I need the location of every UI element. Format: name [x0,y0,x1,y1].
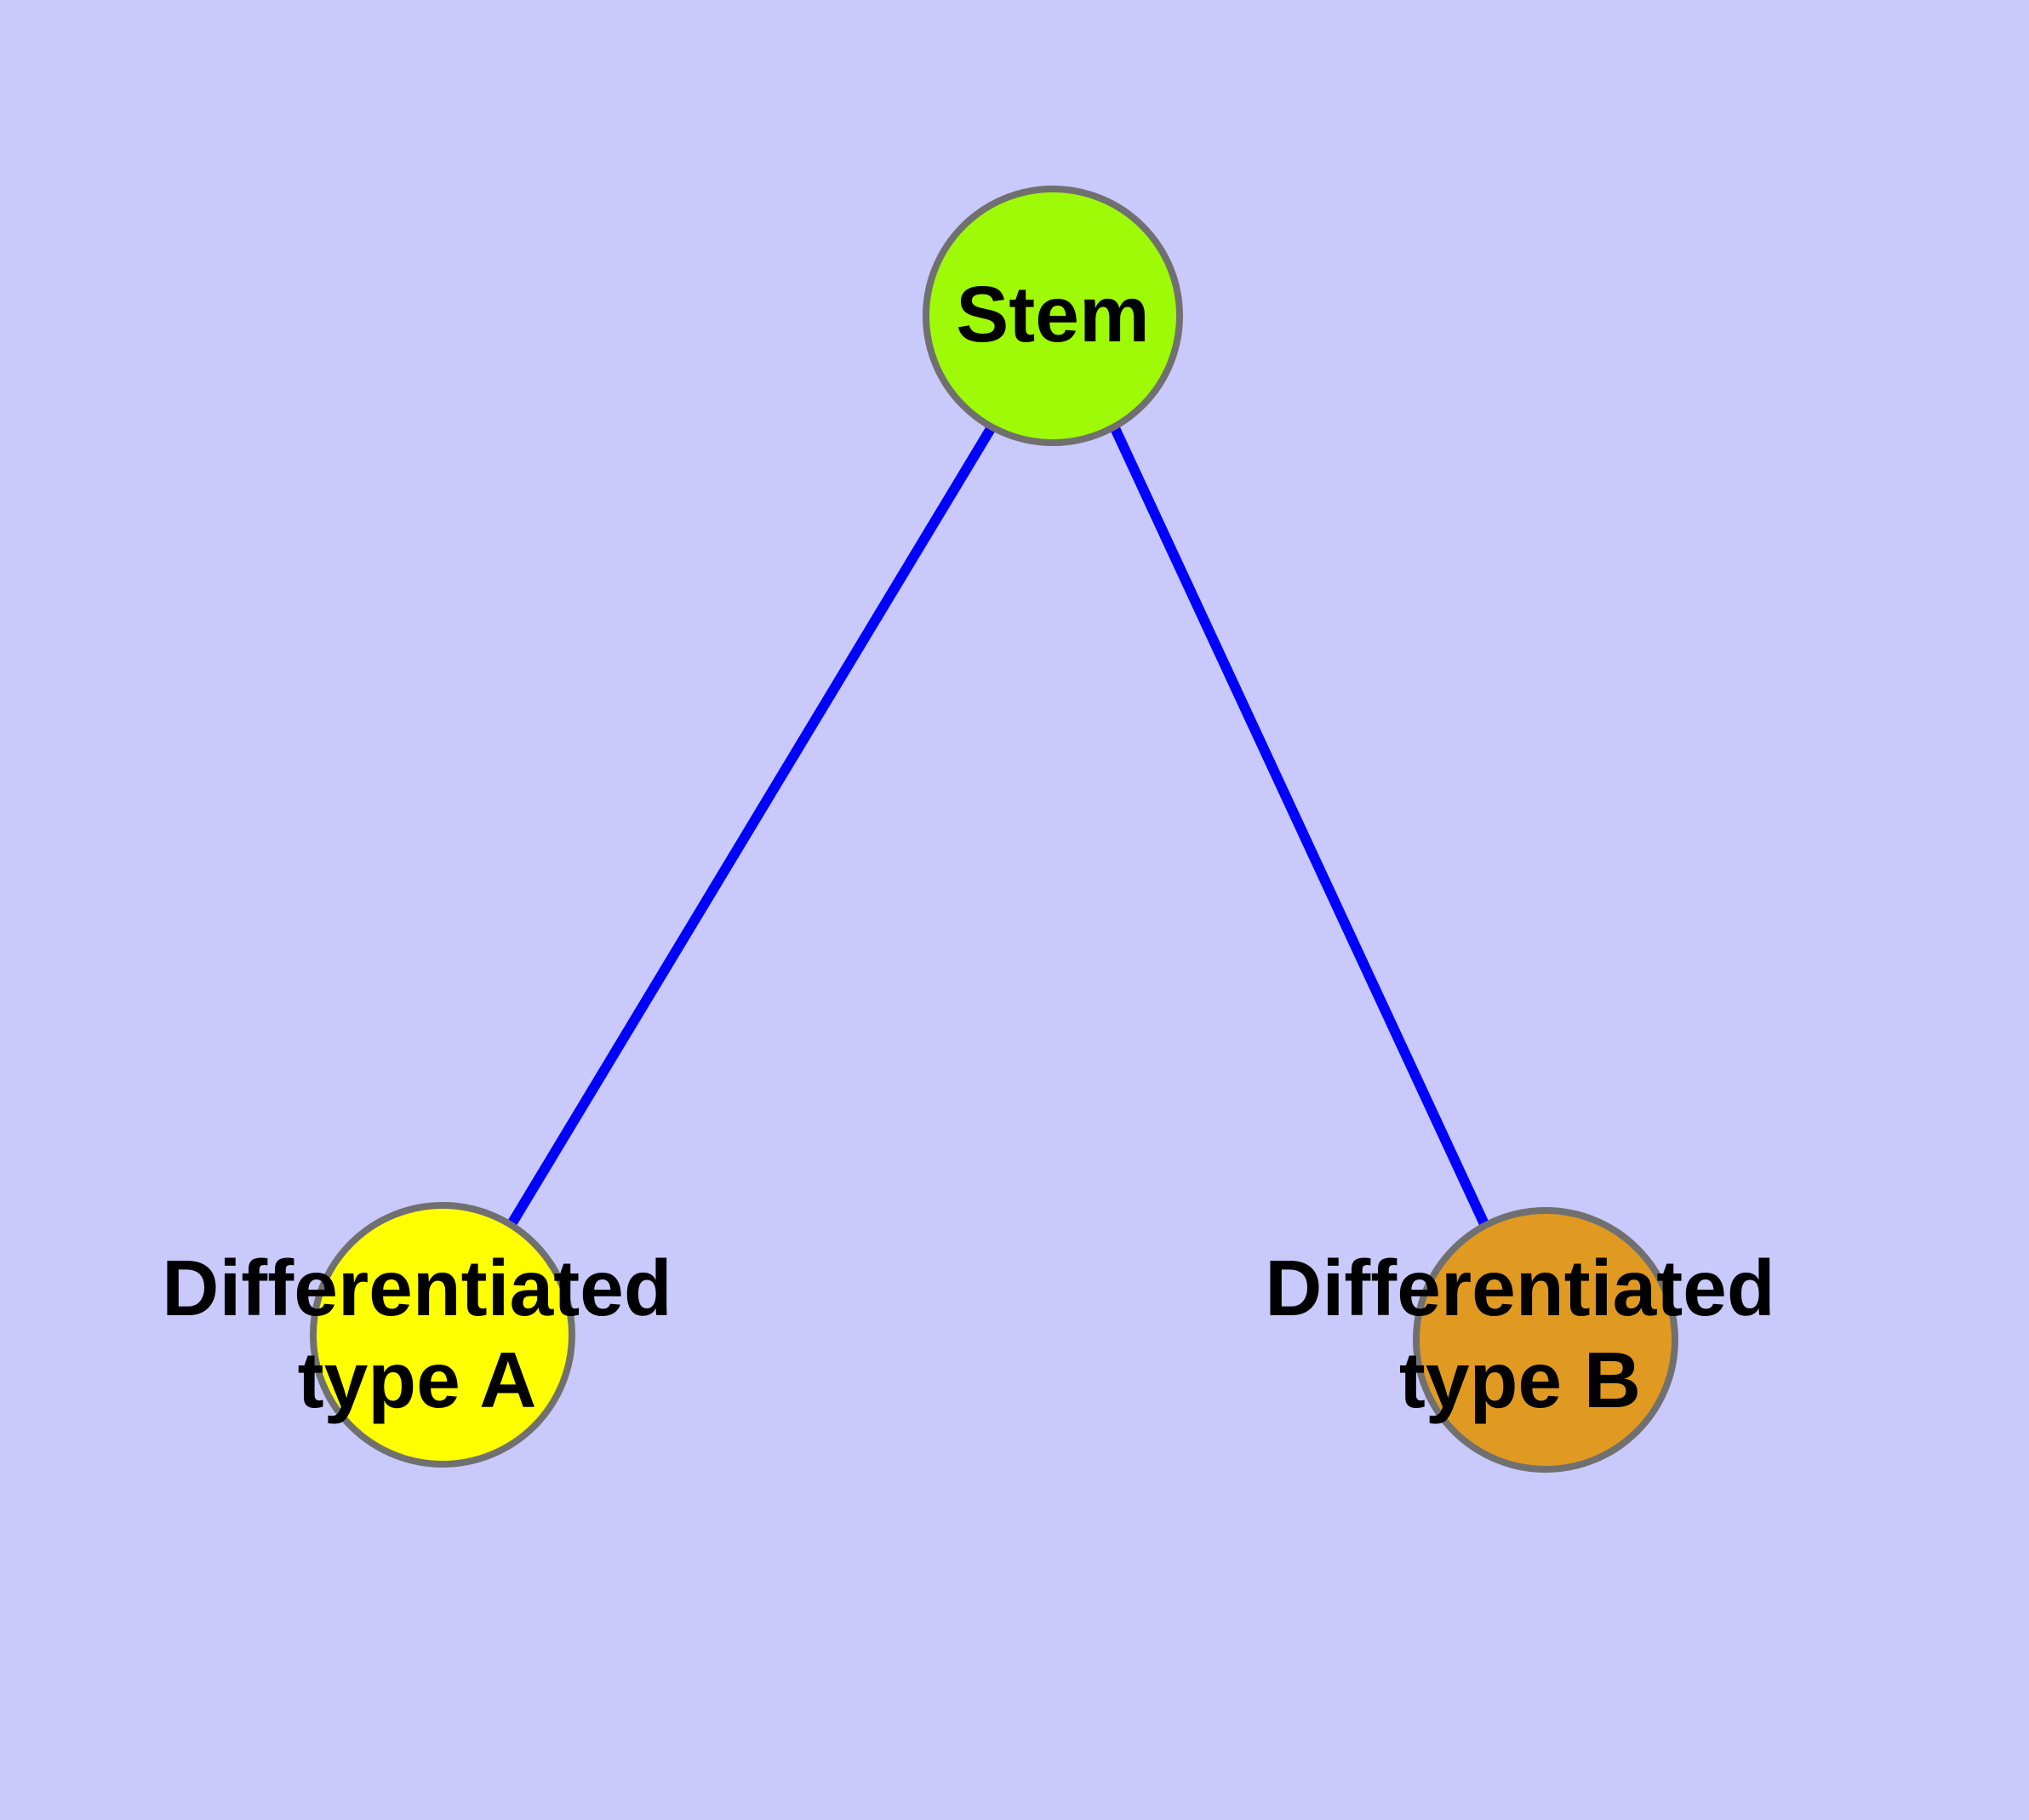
node-circle-stem[interactable] [923,186,1183,446]
node-label-stem: Stem [956,270,1149,358]
node-label-line: Stem [956,270,1149,358]
node-label-line: type A [298,1336,537,1424]
node-label-line: Differentiated [162,1244,672,1332]
node-circle-diff_a[interactable] [310,1202,575,1468]
graph-node-stem[interactable]: Stem [923,186,1183,446]
node-label-line: Differentiated [1265,1244,1775,1332]
node-circle-diff_b[interactable] [1413,1207,1678,1473]
graph-edge-stem-to-diff-b[interactable] [1110,426,1490,1228]
graph-edge-stem-to-diff-a[interactable] [506,424,997,1228]
node-label-line: type B [1399,1336,1641,1424]
edge-layer [506,424,1490,1228]
